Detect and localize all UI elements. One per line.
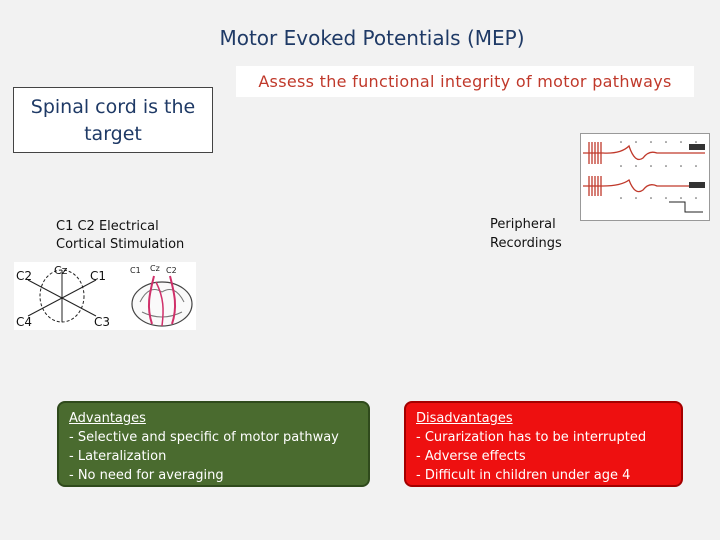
disadvantages-header: Disadvantages [416,411,513,426]
disadvantages-box: Disadvantages - Curarization has to be i… [404,401,683,487]
assess-banner: Assess the functional integrity of motor… [236,66,694,97]
label-c3: C3 [94,315,110,329]
mep-trace-figure [580,133,710,221]
disadvantage-item: - Adverse effects [416,449,526,464]
advantages-box: Advantages - Selective and specific of m… [57,401,370,487]
disadvantage-item: - Difficult in children under age 4 [416,468,631,483]
advantage-item: - No need for averaging [69,468,224,483]
advantages-header: Advantages [69,411,146,426]
advantage-item: - Lateralization [69,449,167,464]
electrode-diagram: C2 Cz C1 C4 C3 C1 Cz C2 [16,264,193,329]
label-c4: C4 [16,315,32,329]
label-head-c2: C2 [166,266,177,275]
mep-traces [583,141,705,213]
peripheral-label: Peripheral Recordings [490,217,562,251]
label-head-cz: Cz [150,264,160,273]
electrode-placement-figure: C2 Cz C1 C4 C3 C1 Cz C2 [14,262,196,330]
label-cz: Cz [54,264,68,277]
stimulation-label: C1 C2 Electrical Cortical Stimulation [56,219,185,252]
label-head-c1: C1 [130,266,141,275]
target-box: Spinal cord is the target [13,87,213,153]
label-c1: C1 [90,269,106,283]
slide-title: Motor Evoked Potentials (MEP) [219,26,525,50]
advantage-item: - Selective and specific of motor pathwa… [69,430,339,445]
label-c2-left: C2 [16,269,32,283]
disadvantage-item: - Curarization has to be interrupted [416,430,647,445]
